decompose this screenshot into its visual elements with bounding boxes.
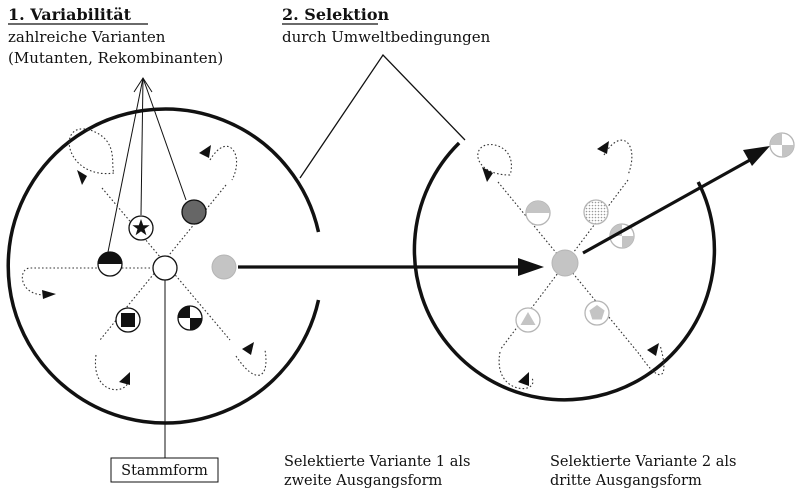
small-arrows-right: [482, 141, 659, 386]
small-arrow-head: [242, 342, 254, 355]
variability-heading: 1. Variabilität zahlreiche Varianten (Mu…: [8, 5, 223, 67]
variant-square: [115, 307, 141, 333]
small-arrow-head: [77, 170, 87, 185]
variability-title: 1. Variabilität: [8, 5, 132, 24]
pointer-line: [107, 77, 144, 253]
variant-half-black: [97, 251, 123, 277]
pointer-line: [142, 77, 187, 201]
star-icon: [132, 219, 150, 236]
variability-pointer-lines: [107, 77, 187, 253]
stammform-label-text: Stammform: [121, 463, 208, 479]
caption-variant-2-line1: Selektierte Variante 2 als: [550, 454, 736, 470]
environment-circle-left: [6, 107, 321, 458]
variant-faded-dotted: [583, 199, 609, 225]
pointer-arrowhead: [133, 77, 153, 93]
small-arrow-head: [597, 141, 609, 154]
caption-variant-1-line1: Selektierte Variante 1 als: [284, 454, 470, 470]
small-arrow-head: [199, 145, 211, 158]
variant-checker: [177, 305, 203, 331]
variant-star: [128, 215, 154, 241]
variant-faded-triangle: [515, 307, 541, 333]
environment-circle-right: [412, 139, 717, 402]
pointer-line: [140, 77, 144, 216]
stammform-label-box: [110, 457, 219, 483]
square-icon: [121, 313, 135, 327]
variant-faded-half: [525, 200, 551, 226]
variant-faded-pentagon: [584, 300, 610, 326]
selection-pointer: [299, 53, 466, 179]
triangle-icon: [520, 312, 536, 325]
caption-variant-2-line2: dritte Ausgangsform: [550, 473, 702, 489]
second-origin-node: [551, 249, 579, 277]
variability-line2: (Mutanten, Rekombinanten): [8, 49, 223, 67]
selected-variant-1: [211, 254, 237, 280]
selection-title: 2. Selektion: [282, 5, 389, 24]
small-arrow-head: [482, 167, 493, 182]
selection-subtitle: durch Umweltbedingungen: [282, 28, 491, 46]
circle-left-outline: [6, 107, 321, 425]
arrowhead: [518, 258, 544, 276]
variant-dark-grey: [181, 199, 207, 225]
selection-arrow-1: [238, 258, 544, 276]
small-arrow-head: [647, 343, 659, 356]
caption-variant-1-line2: zweite Ausgangsform: [284, 473, 443, 489]
pentagon-icon: [589, 305, 605, 320]
stammform-node: [152, 255, 178, 281]
selection-arrow-2: [582, 146, 770, 255]
selected-variant-2: [769, 132, 795, 158]
variability-line1: zahlreiche Varianten: [8, 28, 166, 46]
small-arrow-head: [42, 290, 56, 299]
arrowhead: [743, 146, 770, 166]
circle-right-outline: [412, 141, 717, 402]
selection-heading: 2. Selektion durch Umweltbedingungen: [282, 5, 491, 46]
small-arrow-head: [518, 372, 529, 386]
small-arrow-head: [119, 372, 130, 385]
stammform-label: Stammform: [110, 457, 219, 483]
small-arrows-left: [42, 145, 254, 385]
